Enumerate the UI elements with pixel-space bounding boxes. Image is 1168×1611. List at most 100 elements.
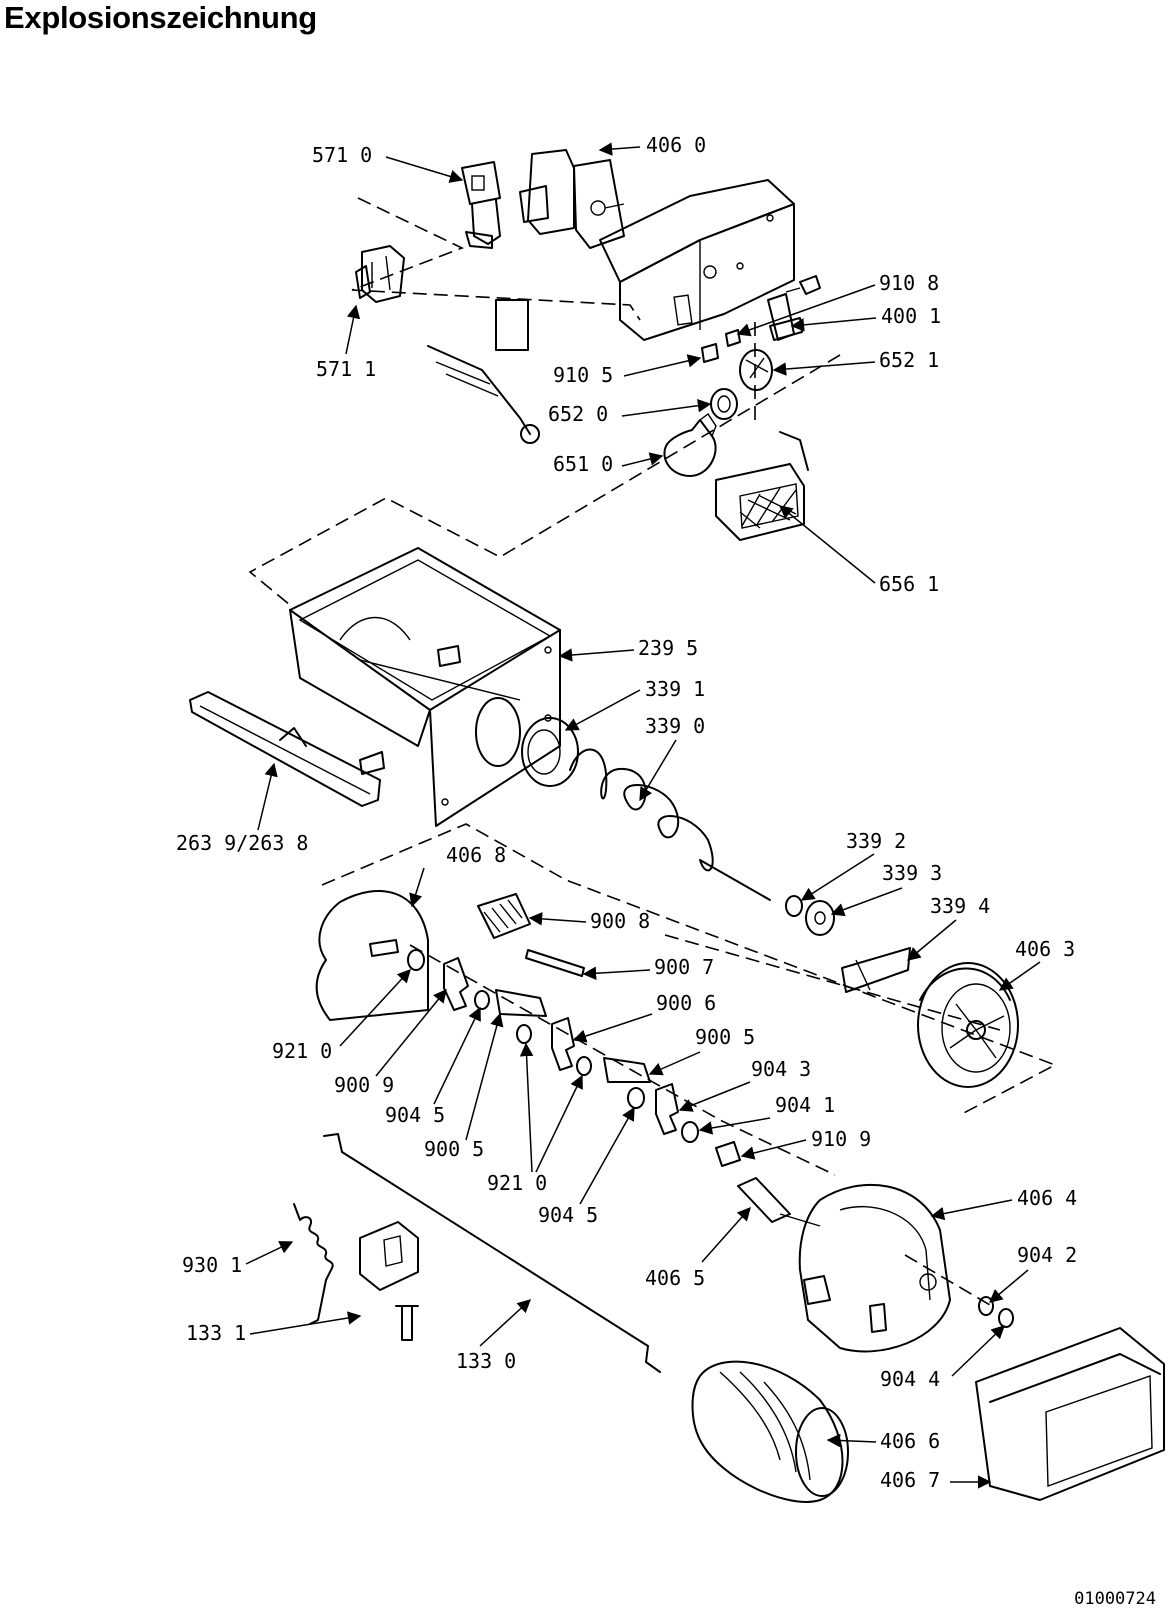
callout-label: 406 0 xyxy=(646,133,706,157)
part-900-7 xyxy=(525,949,585,977)
callout-900-5-b: 900 5 xyxy=(424,1012,504,1161)
callout-label: 904 5 xyxy=(385,1103,445,1127)
callout-label: 900 9 xyxy=(334,1073,394,1097)
callout-label: 339 0 xyxy=(645,714,705,738)
callout-651-0: 651 0 xyxy=(553,452,664,476)
callout-400-1: 400 1 xyxy=(790,304,941,332)
callout-label: 900 5 xyxy=(424,1137,484,1161)
part-406-5 xyxy=(737,1177,821,1227)
callout-label: 910 5 xyxy=(553,363,613,387)
callout-labels: 571 0 406 0 910 8 400 1 571 1 910 5 652 … xyxy=(176,133,1077,1492)
callout-label: 133 0 xyxy=(456,1349,516,1373)
callout-label: 406 6 xyxy=(880,1429,940,1453)
part-339-1 xyxy=(521,717,579,787)
callout-label: 406 5 xyxy=(645,1266,705,1290)
part-406-0 xyxy=(519,149,625,249)
part-651-0 xyxy=(663,412,717,477)
callout-406-8: 406 8 xyxy=(409,843,506,908)
callout-label: 339 3 xyxy=(882,861,942,885)
callout-339-4: 339 4 xyxy=(906,894,990,961)
callout-406-5: 406 5 xyxy=(645,1206,751,1290)
callout-406-3: 406 3 xyxy=(998,937,1075,991)
part-910-8 xyxy=(785,275,821,295)
callout-900-7: 900 7 xyxy=(582,955,714,981)
callout-label: 921 0 xyxy=(487,1171,547,1195)
callout-904-4: 904 4 xyxy=(880,1325,1005,1391)
part-263-9 xyxy=(189,691,381,807)
callout-930-1: 930 1 xyxy=(182,1241,294,1277)
callout-904-3: 904 3 xyxy=(678,1057,811,1112)
part-571-1 xyxy=(355,245,405,303)
part-652-0 xyxy=(710,388,738,420)
callout-label: 339 1 xyxy=(645,677,705,701)
callout-label: 930 1 xyxy=(182,1253,242,1277)
part-406-4 xyxy=(798,1183,951,1353)
callout-339-2: 339 2 xyxy=(800,829,906,901)
part-406-7 xyxy=(975,1327,1165,1501)
callout-label: 406 4 xyxy=(1017,1186,1077,1210)
callout-900-8: 900 8 xyxy=(528,909,650,933)
callout-label: 652 1 xyxy=(879,348,939,372)
callout-label: 571 0 xyxy=(312,143,372,167)
part-406-3 xyxy=(917,962,1019,1088)
part-656-1 xyxy=(715,431,809,541)
callout-652-1: 652 1 xyxy=(772,348,939,376)
callout-133-0: 133 0 xyxy=(456,1299,531,1373)
callout-339-3: 339 3 xyxy=(830,861,942,917)
part-339-4 xyxy=(841,947,911,993)
part-239-5 xyxy=(289,547,561,827)
part-930-1 xyxy=(293,1203,334,1325)
callout-406-6: 406 6 xyxy=(826,1429,940,1453)
assembly-line xyxy=(351,197,641,321)
callout-904-2: 904 2 xyxy=(988,1243,1077,1303)
assembly-line xyxy=(248,354,841,606)
callout-900-9: 900 9 xyxy=(334,988,447,1097)
assembly-line xyxy=(664,934,1001,1031)
callout-339-1: 339 1 xyxy=(564,677,705,731)
callout-label: 400 1 xyxy=(881,304,941,328)
callout-label: 900 7 xyxy=(654,955,714,979)
callout-label: 339 4 xyxy=(930,894,990,918)
callout-910-5: 910 5 xyxy=(553,354,702,387)
callout-label: 904 1 xyxy=(775,1093,835,1117)
callout-921-0-a: 921 0 xyxy=(272,969,411,1063)
part-339-3 xyxy=(805,900,835,936)
callout-910-8: 910 8 xyxy=(736,271,939,337)
part-339-2 xyxy=(785,895,803,917)
callout-label: 910 9 xyxy=(811,1127,871,1151)
callout-label: 239 5 xyxy=(638,636,698,660)
control-box-housing xyxy=(599,179,795,341)
part-406-6 xyxy=(691,1360,849,1503)
part-133-0 xyxy=(323,1133,661,1373)
callout-656-1: 656 1 xyxy=(778,505,939,596)
callout-904-5-a: 904 5 xyxy=(385,1006,481,1127)
page-title: Explosionszeichnung xyxy=(4,0,317,35)
callout-571-0: 571 0 xyxy=(312,143,464,183)
callout-406-4: 406 4 xyxy=(930,1186,1077,1221)
assembly-line xyxy=(409,944,836,1176)
part-904-2 xyxy=(978,1296,994,1316)
callout-904-5-b: 904 5 xyxy=(538,1106,635,1227)
callout-label: 904 3 xyxy=(751,1057,811,1081)
callout-label: 571 1 xyxy=(316,357,376,381)
callout-339-0: 339 0 xyxy=(639,714,705,802)
part-904-4 xyxy=(998,1308,1014,1328)
callout-406-0: 406 0 xyxy=(598,133,706,157)
part-571-0 xyxy=(461,161,501,249)
wiring-harness xyxy=(427,299,540,444)
part-133-1 xyxy=(359,1221,419,1341)
part-910-5 xyxy=(701,329,741,363)
callout-571-1: 571 1 xyxy=(316,304,376,381)
callout-label: 904 4 xyxy=(880,1367,940,1391)
callout-900-6: 900 6 xyxy=(572,991,716,1043)
assembly-line xyxy=(321,823,1057,1116)
callout-label: 900 6 xyxy=(656,991,716,1015)
callout-label: 406 8 xyxy=(446,843,506,867)
part-900-8 xyxy=(477,893,531,939)
callout-label: 339 2 xyxy=(846,829,906,853)
parts-group xyxy=(189,149,1165,1503)
callout-406-7: 406 7 xyxy=(880,1468,992,1492)
callout-label: 406 7 xyxy=(880,1468,940,1492)
callout-239-5: 239 5 xyxy=(558,636,698,662)
